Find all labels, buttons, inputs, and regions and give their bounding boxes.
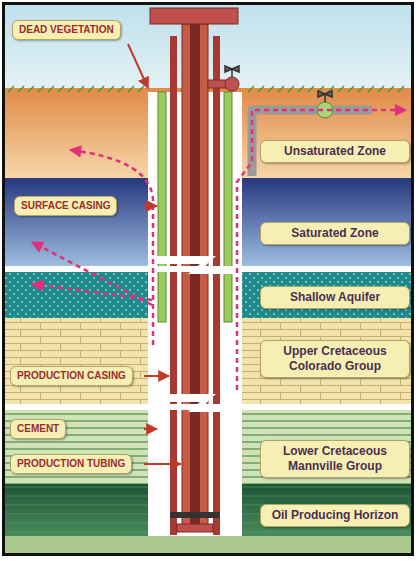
leader-line <box>144 375 169 377</box>
label-text: Upper Cretaceous Colorado Group <box>267 344 403 374</box>
label-box: Lower Cretaceous Mannville Group <box>260 440 410 478</box>
label-text: DEAD VEGETATION <box>19 24 114 36</box>
label-box: DEAD VEGETATION <box>12 20 121 40</box>
frame <box>4 4 413 555</box>
valve-handle <box>225 66 239 77</box>
migration-paths <box>32 110 406 390</box>
leader-line <box>144 205 157 207</box>
label-text: Lower Cretaceous Mannville Group <box>267 444 403 474</box>
wellhead <box>150 8 238 24</box>
grass-hatch <box>248 86 404 92</box>
label-text: PRODUCTION CASING <box>17 370 126 382</box>
grass-hatch <box>8 86 144 92</box>
leader-line <box>144 428 157 430</box>
leader-lines <box>128 44 181 464</box>
label-box: CEMENT <box>10 419 66 439</box>
break-zigzag <box>150 394 242 412</box>
label-box: PRODUCTION TUBING <box>10 454 132 474</box>
migration-path <box>70 150 153 345</box>
label-box: Shallow Aquifer <box>260 286 410 309</box>
production-casing <box>170 36 177 535</box>
label-box: Unsaturated Zone <box>260 140 410 163</box>
label-box: SURFACE CASING <box>14 196 117 216</box>
production-casing <box>213 36 220 535</box>
label-text: Saturated Zone <box>267 226 403 241</box>
break-zigzag <box>150 256 242 274</box>
leader-line <box>144 463 181 465</box>
tubing-shoe <box>177 524 213 532</box>
label-text: Oil Producing Horizon <box>267 508 403 523</box>
label-box: Upper Cretaceous Colorado Group <box>260 340 410 378</box>
valve <box>225 77 239 91</box>
surface-casing <box>224 92 232 322</box>
migration-path <box>32 242 152 305</box>
tubing-bore <box>190 24 200 526</box>
surface-casing <box>158 92 166 322</box>
label-box: Saturated Zone <box>260 222 410 245</box>
valve-handle <box>318 91 332 102</box>
label-text: Unsaturated Zone <box>267 144 403 159</box>
label-box: Oil Producing Horizon <box>260 504 410 527</box>
migration-path <box>32 284 152 300</box>
packer <box>170 512 220 518</box>
label-text: Shallow Aquifer <box>267 290 403 305</box>
bottom-band <box>4 536 412 554</box>
label-text: SURFACE CASING <box>21 200 110 212</box>
production-tubing <box>182 24 208 526</box>
label-text: PRODUCTION TUBING <box>17 458 125 470</box>
leader-line <box>128 44 148 88</box>
label-box: PRODUCTION CASING <box>10 366 133 386</box>
label-text: CEMENT <box>17 423 59 435</box>
